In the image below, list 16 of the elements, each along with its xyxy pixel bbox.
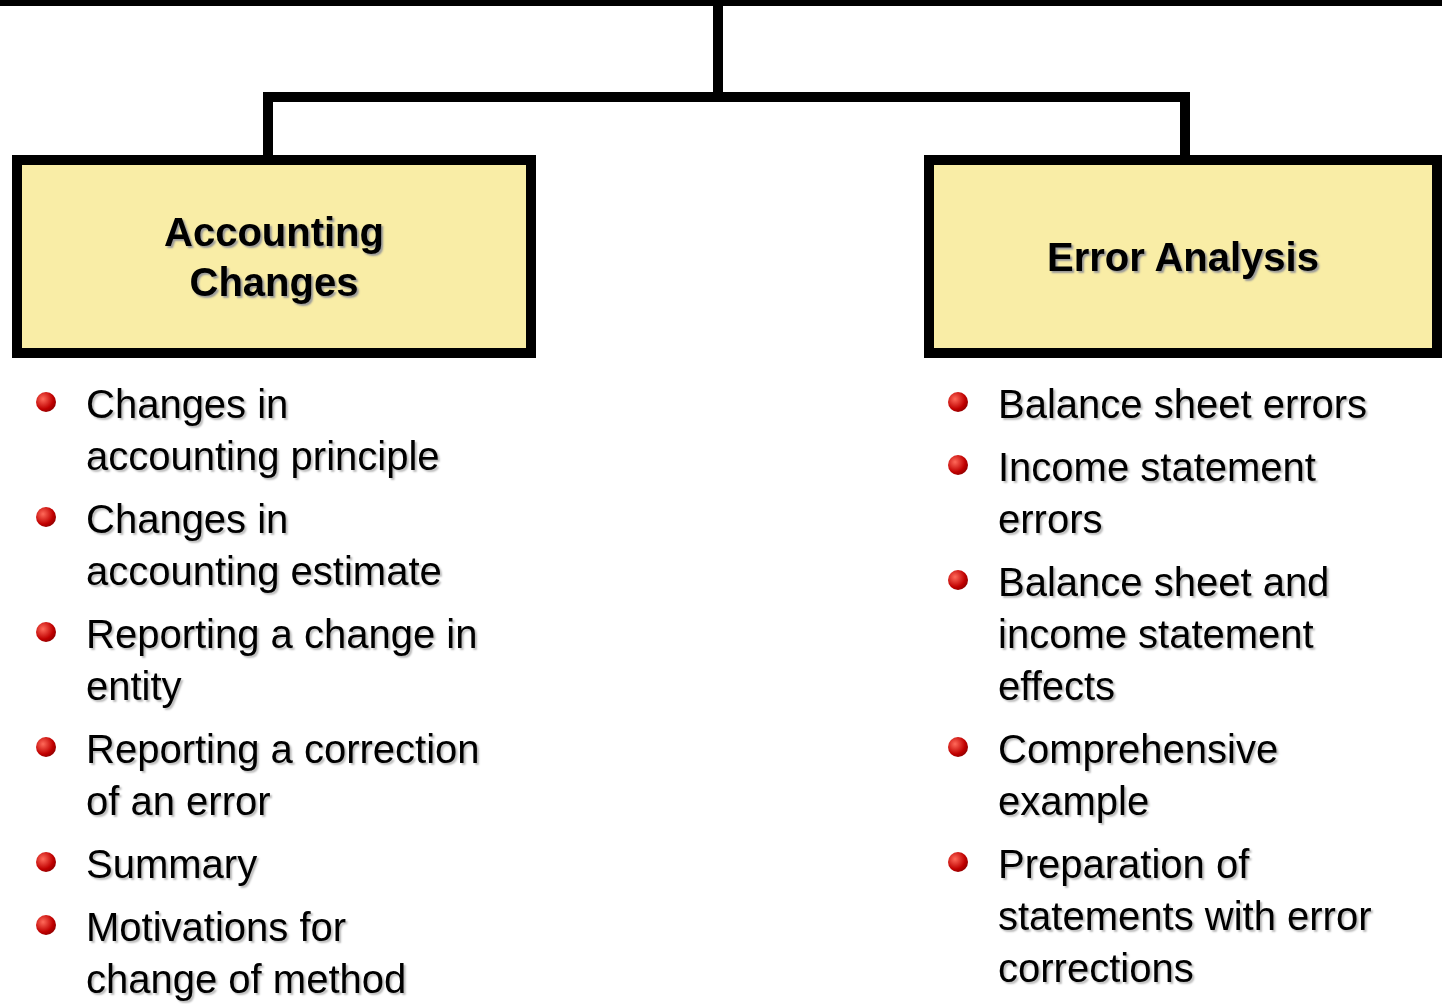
bullet-text: Preparation of statements with error corrections — [998, 841, 1373, 992]
top-bar — [0, 0, 1442, 6]
bullet-text: Reporting a change in entity — [86, 611, 479, 710]
bullet-text: Balance sheet and income statement effects — [998, 559, 1331, 710]
bullet-text: Changes in accounting estimate — [86, 496, 443, 595]
category-box — [12, 155, 536, 358]
box-title: Accounting Changes — [163, 208, 385, 306]
bullet-text: Income statement errors — [998, 444, 1317, 543]
bullet-text: Motivations for change of method — [86, 904, 408, 1003]
category-box — [924, 155, 1442, 358]
bullet-text: Reporting a correction of an error — [86, 726, 481, 825]
bullet-text: Comprehensive example — [998, 726, 1280, 825]
bullet-text: Summary — [86, 841, 259, 888]
box-title: Error Analysis — [1047, 233, 1319, 281]
bullet-text: Changes in accounting principle — [86, 381, 441, 480]
bullet-text: Balance sheet errors — [998, 381, 1369, 428]
